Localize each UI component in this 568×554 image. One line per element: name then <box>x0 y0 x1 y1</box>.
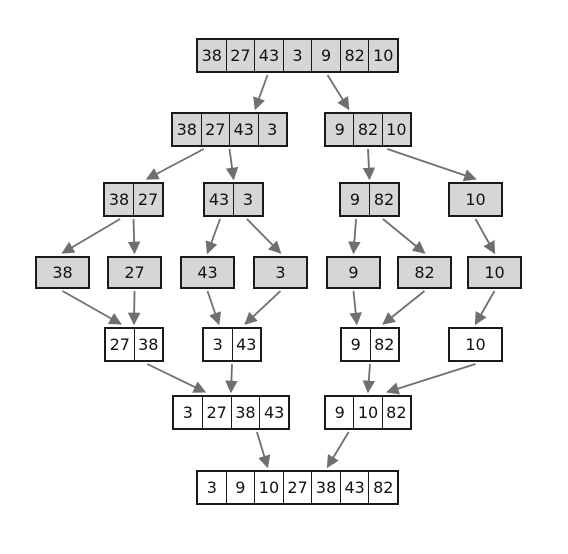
array-cell: 82 <box>353 114 381 145</box>
array-cell: 38 <box>52 263 73 282</box>
array-cell: 3 <box>206 478 217 497</box>
array-cell: 10 <box>353 397 381 428</box>
arrow <box>474 290 496 326</box>
array-cell: 10 <box>368 40 397 71</box>
array-box: 82 <box>397 256 452 289</box>
array-box: 27 <box>107 256 162 289</box>
arrow <box>256 431 271 469</box>
array-cell: 43 <box>231 329 261 360</box>
arrow <box>127 290 141 326</box>
array-cell: 9 <box>225 472 255 503</box>
array-box: 9 82 <box>339 182 400 217</box>
array-box: 3 <box>253 256 308 289</box>
array-cell: 38 <box>176 120 197 139</box>
array-box: 10 <box>448 182 503 217</box>
array-cell: 9 <box>349 190 361 209</box>
array-cell: 82 <box>369 184 398 215</box>
array-cell: 9 <box>348 263 359 282</box>
array-cell: 10 <box>484 263 505 282</box>
array-cell: 82 <box>381 397 410 428</box>
array-cell: 82 <box>414 263 435 282</box>
arrow <box>386 363 476 395</box>
array-cell: 43 <box>259 397 288 428</box>
array-box: 9 82 <box>340 327 400 362</box>
arrow <box>382 290 426 325</box>
array-cell: 10 <box>381 114 410 145</box>
array-cell: 43 <box>339 472 369 503</box>
arrow <box>362 363 376 394</box>
arrow <box>206 290 222 326</box>
array-cell: 27 <box>133 184 162 215</box>
array-box: 10 <box>467 256 522 289</box>
array-cell: 3 <box>233 184 262 215</box>
arrow <box>244 290 282 325</box>
arrow <box>362 148 376 181</box>
array-cell: 10 <box>254 472 283 503</box>
arrow <box>387 148 477 182</box>
array-cell: 38 <box>311 472 340 503</box>
arrow <box>225 363 238 394</box>
array-cell: 9 <box>334 120 345 139</box>
arrow <box>205 218 221 255</box>
arrow <box>382 218 426 254</box>
array-cell: 82 <box>369 329 399 360</box>
array-box: 3 43 <box>202 327 262 362</box>
array-cell: 27 <box>201 397 231 428</box>
array-cell: 3 <box>257 114 287 145</box>
array-cell: 43 <box>208 190 230 209</box>
array-cell: 38 <box>230 397 260 428</box>
array-cell: 27 <box>124 263 145 282</box>
arrow <box>145 148 205 180</box>
arrow <box>349 290 362 326</box>
array-cell: 9 <box>334 403 345 422</box>
array-cell: 10 <box>465 190 486 209</box>
array-cell: 38 <box>108 190 130 209</box>
array-box: 38 <box>35 256 90 289</box>
arrow <box>326 431 350 469</box>
arrow <box>326 74 350 111</box>
array-cell: 27 <box>282 472 312 503</box>
array-cell: 82 <box>339 40 369 71</box>
array-cell: 27 <box>109 335 130 354</box>
arrow <box>225 148 239 181</box>
array-cell: 9 <box>311 40 340 71</box>
array-box: 43 <box>180 256 235 289</box>
array-cell: 82 <box>368 472 397 503</box>
array-cell: 43 <box>229 114 258 145</box>
array-box: 9 <box>326 256 381 289</box>
array-cell: 38 <box>133 329 163 360</box>
arrow <box>348 218 361 255</box>
arrow <box>146 363 207 393</box>
arrow <box>62 290 122 325</box>
array-cell: 27 <box>225 40 255 71</box>
array-cell: 43 <box>197 263 218 282</box>
array-cell: 38 <box>201 46 222 65</box>
array-cell: 43 <box>254 40 283 71</box>
arrow <box>61 218 121 254</box>
array-box: 10 <box>448 327 503 362</box>
array-cell: 3 <box>182 403 193 422</box>
arrow <box>246 218 282 254</box>
array-cell: 3 <box>212 335 223 354</box>
array-cell: 9 <box>350 335 361 354</box>
arrow <box>127 218 141 255</box>
arrow <box>474 218 496 255</box>
array-cell: 3 <box>282 40 312 71</box>
array-cell: 3 <box>275 263 286 282</box>
array-cell: 27 <box>200 114 230 145</box>
array-cell: 10 <box>465 335 486 354</box>
arrow <box>253 74 269 111</box>
